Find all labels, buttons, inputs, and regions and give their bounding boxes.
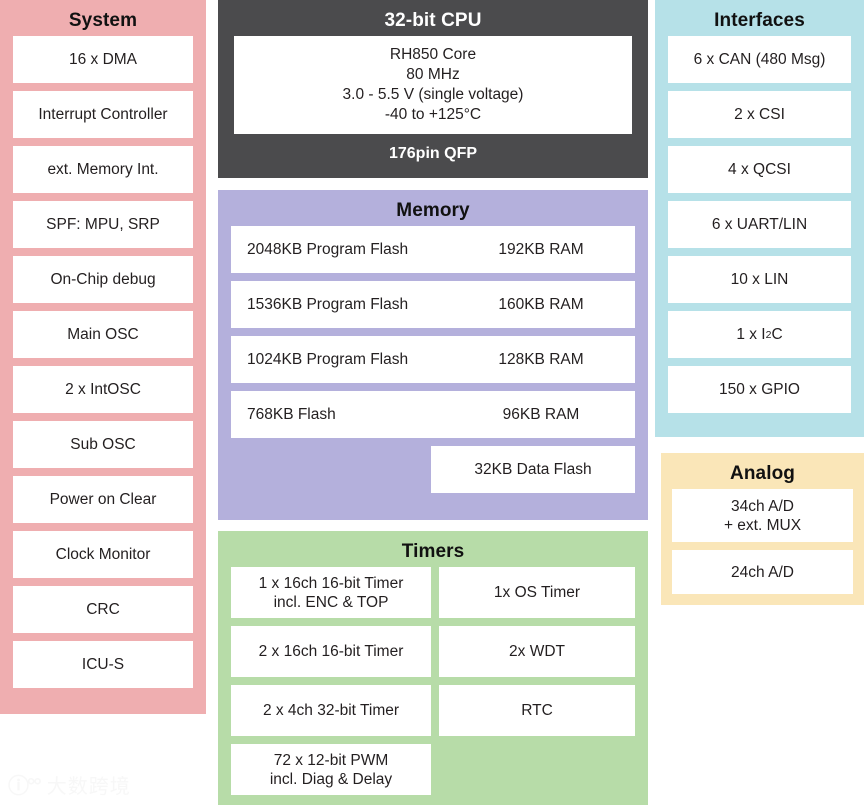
interface-item-i2c-suffix: C [771,326,783,343]
interface-item-can: 6 x CAN (480 Msg) [668,36,851,83]
memory-data-flash-row: 32KB Data Flash [431,446,635,493]
timer-item-2x-4ch-32bit: 2 x 4ch 32-bit Timer [231,685,431,736]
timers-row: 1 x 16ch 16-bit Timer incl. ENC & TOP 1x… [231,567,635,618]
timer-item-os-timer: 1x OS Timer [439,567,635,618]
interfaces-block: Interfaces 6 x CAN (480 Msg) 2 x CSI 4 x… [655,0,864,437]
memory-row: 2048KB Program Flash 192KB RAM [231,226,635,273]
timer-item-16ch-16bit-enc-top: 1 x 16ch 16-bit Timer incl. ENC & TOP [231,567,431,618]
memory-row: 1536KB Program Flash 160KB RAM [231,281,635,328]
memory-ram-label: 128KB RAM [498,350,584,368]
system-block-title: System [68,10,138,31]
analog-block-title: Analog [730,463,795,484]
timer-item-wdt: 2x WDT [439,626,635,677]
cpu-package-label: 176pin QFP [388,145,478,162]
system-item-ext-memory-int: ext. Memory Int. [13,146,193,193]
timers-row: 2 x 4ch 32-bit Timer RTC [231,685,635,736]
system-item-dma: 16 x DMA [13,36,193,83]
memory-row: 768KB Flash 96KB RAM [231,391,635,438]
timer-item-rtc: RTC [439,685,635,736]
analog-item-34ch-ad-ext-mux: 34ch A/D + ext. MUX [672,489,853,542]
timers-row: 72 x 12-bit PWM incl. Diag & Delay [231,744,635,795]
memory-block: Memory 2048KB Program Flash 192KB RAM 15… [218,190,648,520]
interfaces-block-title: Interfaces [714,10,805,31]
timers-block-title: Timers [401,541,465,562]
watermark-text: 大数跨境 [46,775,131,798]
interface-item-lin: 10 x LIN [668,256,851,303]
memory-flash-label: 1536KB Program Flash [247,295,409,313]
watermark-logo-icon: ⓘ°° [8,775,42,798]
interface-item-csi: 2 x CSI [668,91,851,138]
timers-row-spacer [439,744,635,795]
system-item-main-osc: Main OSC [13,311,193,358]
system-item-clock-monitor: Clock Monitor [13,531,193,578]
timer-item-pwm-diag-delay: 72 x 12-bit PWM incl. Diag & Delay [231,744,431,795]
system-item-power-on-clear: Power on Clear [13,476,193,523]
cpu-block: 32-bit CPU RH850 Core 80 MHz 3.0 - 5.5 V… [218,0,648,178]
system-item-intosc: 2 x IntOSC [13,366,193,413]
system-item-spf-mpu-srp: SPF: MPU, SRP [13,201,193,248]
memory-flash-label: 2048KB Program Flash [247,240,409,258]
system-item-interrupt-controller: Interrupt Controller [13,91,193,138]
timers-row: 2 x 16ch 16-bit Timer 2x WDT [231,626,635,677]
memory-ram-label: 96KB RAM [502,405,580,423]
interface-item-uart-lin: 6 x UART/LIN [668,201,851,248]
timer-item-2x-16ch-16bit: 2 x 16ch 16-bit Timer [231,626,431,677]
analog-block: Analog 34ch A/D + ext. MUX 24ch A/D [661,453,864,605]
memory-ram-label: 160KB RAM [498,295,584,313]
interface-item-gpio: 150 x GPIO [668,366,851,413]
memory-row: 1024KB Program Flash 128KB RAM [231,336,635,383]
memory-flash-label: 1024KB Program Flash [247,350,409,368]
memory-data-flash-label: 32KB Data Flash [474,460,592,478]
cpu-core-specs: RH850 Core 80 MHz 3.0 - 5.5 V (single vo… [234,36,632,134]
system-item-on-chip-debug: On-Chip debug [13,256,193,303]
interface-item-qcsi: 4 x QCSI [668,146,851,193]
system-item-crc: CRC [13,586,193,633]
system-item-icu-s: ICU-S [13,641,193,688]
cpu-block-title: 32-bit CPU [384,10,482,31]
memory-flash-label: 768KB Flash [247,405,336,423]
watermark: ⓘ°° 大数跨境 [8,776,131,797]
analog-item-24ch-ad: 24ch A/D [672,550,853,594]
memory-ram-label: 192KB RAM [498,240,584,258]
system-item-sub-osc: Sub OSC [13,421,193,468]
system-block: System 16 x DMA Interrupt Controller ext… [0,0,206,714]
interface-item-i2c-prefix: 1 x I [736,326,766,343]
memory-block-title: Memory [396,200,470,221]
timers-block: Timers 1 x 16ch 16-bit Timer incl. ENC &… [218,531,648,805]
